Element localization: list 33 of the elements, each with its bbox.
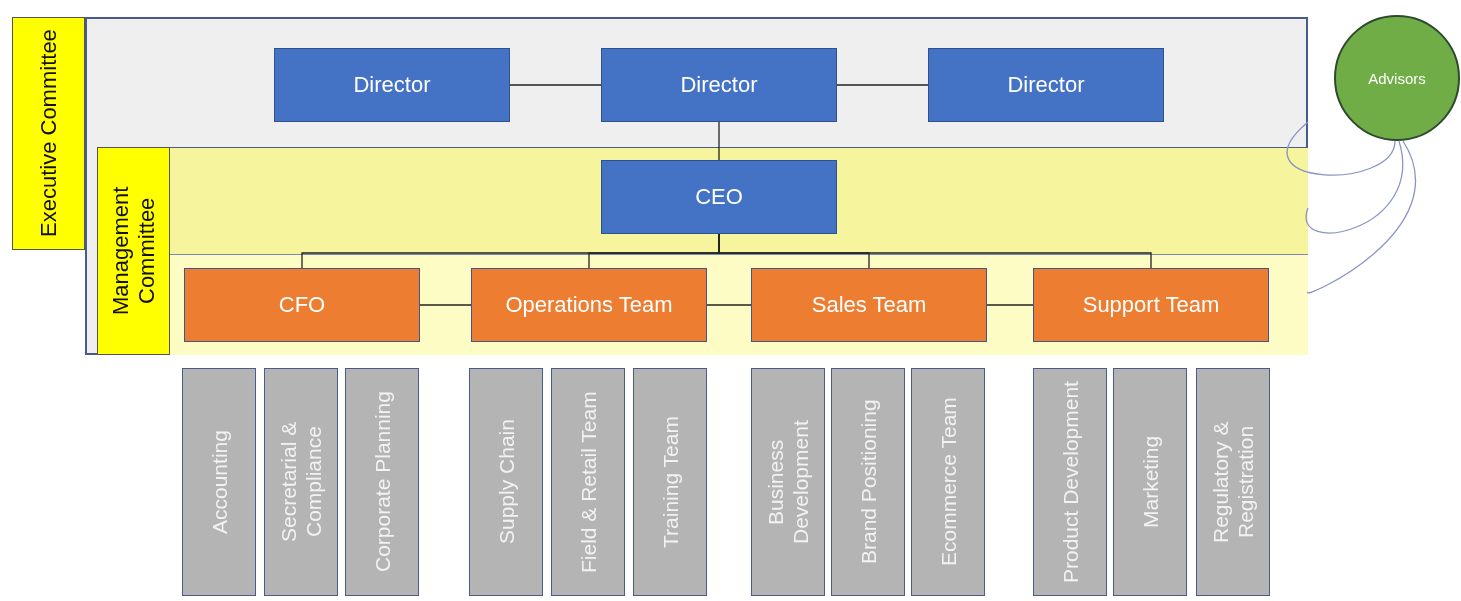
- curved-connector: [1307, 140, 1417, 294]
- department-box: Ecommerce Team: [911, 368, 985, 596]
- curved-connector: [1286, 121, 1396, 176]
- department-box: Regulatory & Registration: [1196, 368, 1270, 596]
- role-box: Director: [601, 48, 837, 122]
- team-box: CFO: [184, 268, 420, 342]
- team-box: Sales Team: [751, 268, 987, 342]
- department-box: Supply Chain: [469, 368, 543, 596]
- role-box: Director: [928, 48, 1164, 122]
- connector-line: [836, 84, 929, 86]
- role-box: CEO: [601, 160, 837, 234]
- connector-line: [986, 304, 1034, 306]
- advisors-circle: Advisors: [1334, 15, 1460, 141]
- curved-connector: [1305, 140, 1404, 234]
- connector-line: [706, 304, 752, 306]
- team-box: Operations Team: [471, 268, 707, 342]
- department-box: Marketing: [1113, 368, 1187, 596]
- committee-label: Management Committee: [97, 147, 170, 355]
- department-box: Field & Retail Team: [551, 368, 625, 596]
- department-box: Brand Positioning: [831, 368, 905, 596]
- team-box: Support Team: [1033, 268, 1269, 342]
- department-box: Business Development: [751, 368, 825, 596]
- connector-line: [718, 121, 720, 161]
- committee-label: Executive Committee: [12, 17, 85, 250]
- role-box: Director: [274, 48, 510, 122]
- department-box: Corporate Planning: [345, 368, 419, 596]
- connector-line: [718, 233, 1152, 269]
- connector-line: [509, 84, 602, 86]
- department-box: Training Team: [633, 368, 707, 596]
- connector-line: [419, 304, 472, 306]
- department-box: Secretarial & Compliance: [264, 368, 338, 596]
- department-box: Accounting: [182, 368, 256, 596]
- department-box: Product Development: [1033, 368, 1107, 596]
